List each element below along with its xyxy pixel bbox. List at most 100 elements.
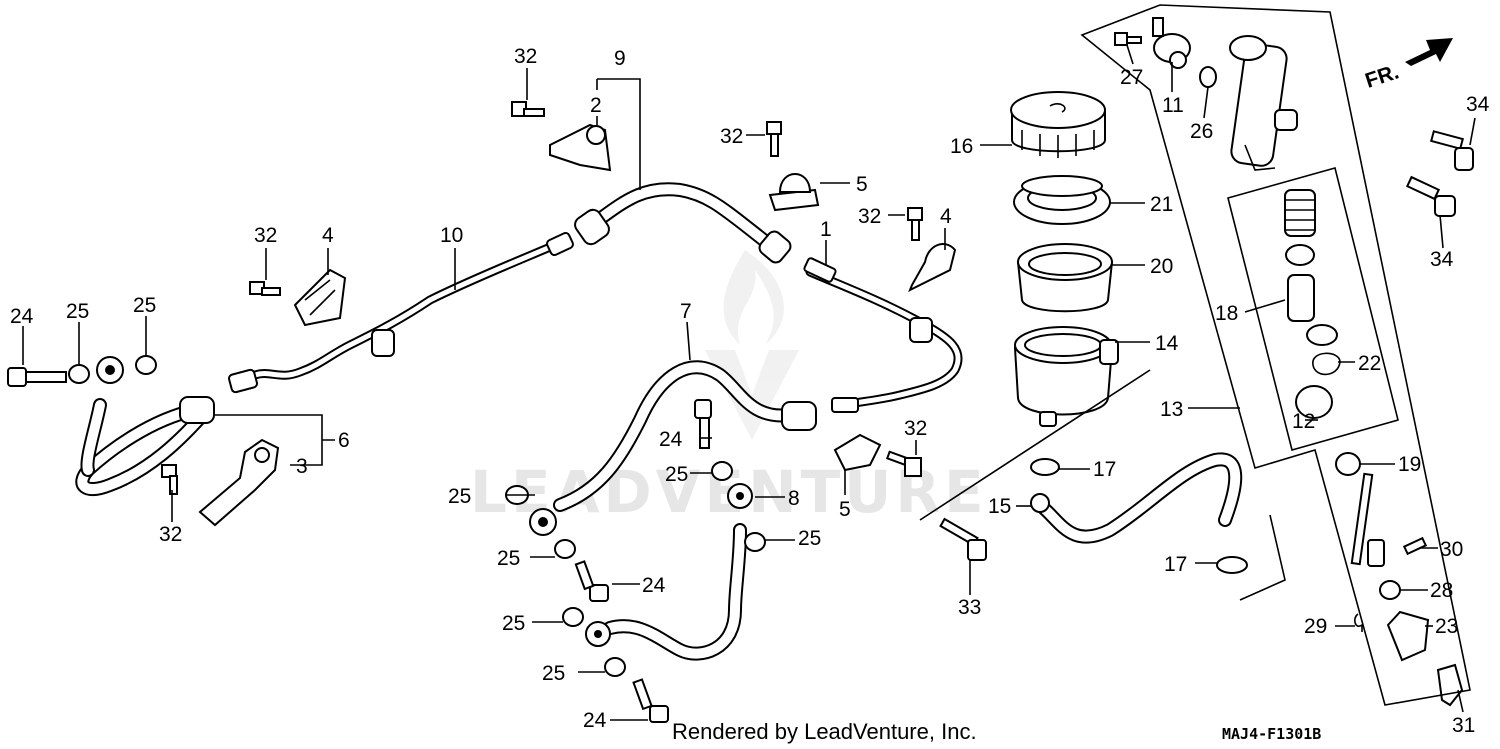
bolt-32-right [907, 207, 923, 241]
direction-label: FR. [1362, 60, 1401, 92]
master-cylinder-13 [1229, 35, 1298, 171]
callout: 24 [659, 428, 683, 451]
callout: 10 [440, 224, 463, 247]
washer-25-d [711, 461, 733, 481]
callout: 32 [159, 523, 182, 546]
group-18-outline [1227, 167, 1399, 451]
washer-25-b [135, 355, 157, 375]
bolt-24-middle [574, 560, 609, 602]
cotter-29 [1353, 613, 1363, 632]
clamp-5-top [768, 173, 820, 212]
brake-pipe-10 [228, 231, 574, 394]
bolt-32-bottom [161, 464, 178, 495]
watermark-logo [705, 250, 799, 440]
callout: 32 [720, 125, 743, 148]
callout: 5 [856, 173, 868, 196]
nut-28 [1379, 580, 1401, 600]
callout: 3 [296, 455, 308, 478]
callout: 8 [788, 487, 800, 510]
callout: 34 [1466, 93, 1490, 116]
callout: 34 [1430, 248, 1454, 271]
callout: 14 [1155, 332, 1179, 355]
bolt-32-mid [885, 450, 922, 477]
callout: 25 [66, 300, 89, 323]
callout: 25 [798, 527, 821, 550]
diaphragm-20 [1016, 243, 1114, 313]
callout: 33 [958, 596, 981, 619]
front-direction-indicator: FR. [1362, 38, 1453, 93]
callout: 28 [1430, 579, 1453, 602]
callout: 4 [322, 224, 334, 247]
screw-27 [1114, 32, 1142, 46]
callout: 15 [988, 495, 1011, 518]
hose-7 [529, 360, 817, 536]
bolt-34-lower [1405, 175, 1456, 217]
clamp-4-right [908, 243, 957, 293]
callout: 12 [1292, 410, 1315, 433]
circlip-22 [1312, 352, 1341, 376]
callout: 9 [614, 47, 626, 70]
callout: 31 [1452, 714, 1475, 737]
boot-12 [1295, 385, 1333, 419]
piston-set-18 [1284, 189, 1338, 346]
clevis-23 [1386, 610, 1430, 662]
clamp-4-left [293, 268, 347, 327]
callout: 20 [1150, 255, 1173, 278]
callout: 32 [904, 417, 927, 440]
callout: 7 [680, 300, 692, 323]
reservoir-cap-16 [1010, 91, 1106, 158]
pin-30 [1402, 536, 1428, 556]
washer-25-g [562, 607, 584, 627]
group-13-outline [1080, 4, 1471, 706]
leader-lines [22, 44, 1476, 721]
callout: 22 [1358, 352, 1381, 375]
callout: 25 [542, 662, 565, 685]
callout: 2 [590, 94, 602, 117]
bracket-3 [198, 438, 280, 527]
oring-26 [1199, 66, 1217, 88]
callout: 13 [1160, 398, 1183, 421]
callout: 32 [514, 45, 537, 68]
bolt-24-upper [694, 399, 712, 449]
arrow-icon [1405, 38, 1453, 66]
callout: 25 [133, 294, 156, 317]
credit-text: Rendered by LeadVenture, Inc. [672, 719, 977, 744]
callouts: 32 9 2 32 5 32 4 1 16 27 11 26 34 21 20 … [10, 45, 1490, 737]
hose-15 [1030, 452, 1243, 544]
washer-25-f [744, 532, 766, 552]
bolt-34-upper [1429, 130, 1474, 171]
callout: 17 [1093, 458, 1116, 481]
pin-31 [1436, 663, 1464, 707]
hose-6 [75, 356, 215, 496]
callout: 17 [1164, 553, 1187, 576]
clip-17-upper [1030, 458, 1060, 476]
callout: 32 [858, 205, 881, 228]
callout: 11 [1162, 94, 1184, 117]
callout: 29 [1304, 615, 1327, 638]
callout: 25 [502, 612, 525, 635]
callout: 4 [940, 205, 952, 228]
callout: 16 [950, 135, 973, 158]
push-rod-19 [1335, 452, 1385, 567]
callout: 25 [497, 547, 520, 570]
diagram-code: MAJ4-F1301B [1222, 725, 1321, 743]
clip-17-lower [1216, 556, 1248, 574]
brake-pipe-1 [803, 257, 963, 413]
bolt-33 [939, 517, 987, 561]
bolt-32-left [249, 281, 281, 296]
callout: 18 [1215, 302, 1238, 325]
joint-11 [1152, 17, 1191, 69]
callout: 24 [10, 305, 34, 328]
reservoir-14 [1013, 326, 1119, 427]
clamp-2 [549, 123, 612, 172]
bolt-24-bottom [632, 678, 669, 723]
clamp-5-bottom [833, 433, 882, 472]
callout: 24 [583, 709, 607, 732]
callout: 27 [1120, 66, 1143, 89]
callout: 24 [642, 574, 666, 597]
hose-9 [574, 182, 792, 264]
callout: 6 [338, 429, 350, 452]
callout: 25 [665, 463, 688, 486]
group-15-outline [919, 369, 1286, 601]
